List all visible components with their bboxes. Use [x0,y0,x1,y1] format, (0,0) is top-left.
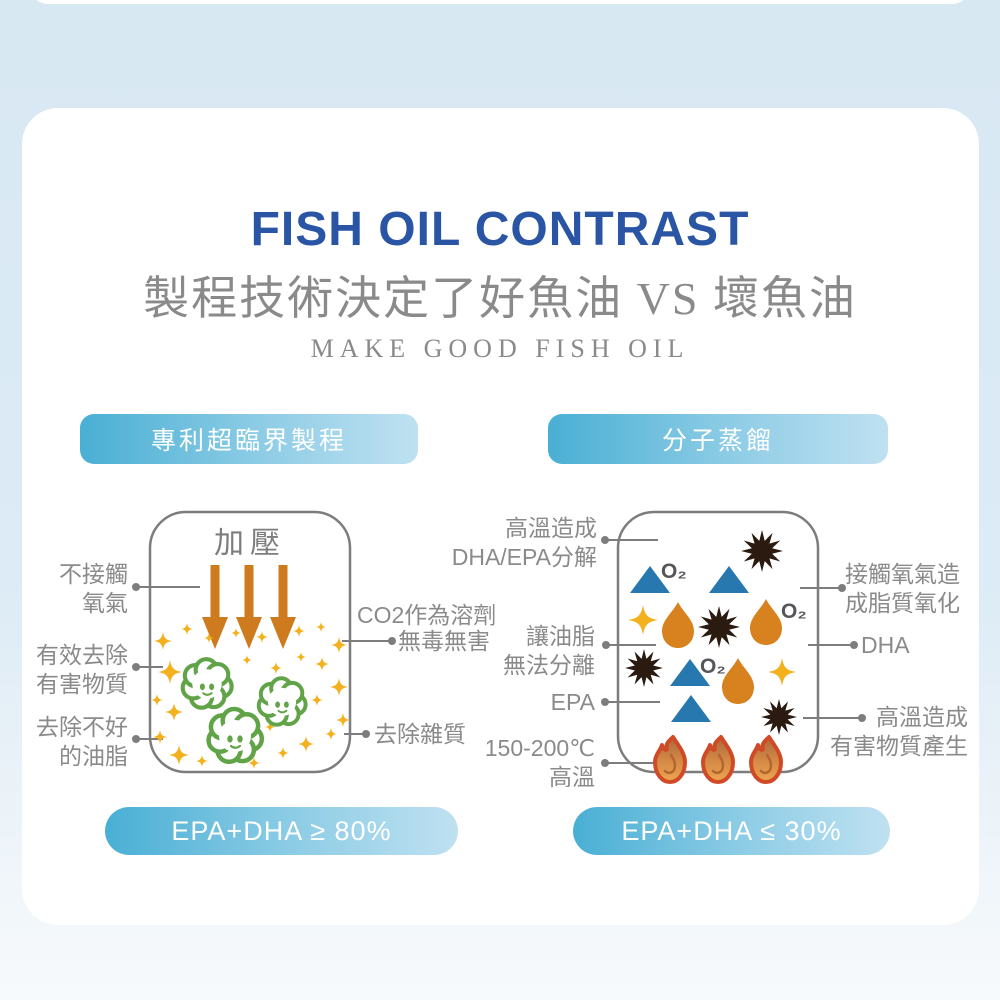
left-result-badge: EPA+DHA ≥ 80% [105,807,458,855]
top-strip [30,0,970,4]
callout-oil-cannot-separate: 讓油脂 無法分離 [503,623,595,679]
callout-co2-solvent-line2: 無毒無害 [398,628,490,654]
page-title: FISH OIL CONTRAST [250,203,750,256]
callout-high-temp-decompose: 高溫造成 DHA/EPA分解 [451,515,597,571]
callout-no-oxygen: 不接觸 氧氣 [59,561,128,617]
callout-harmful-substances: 高溫造成 有害物質產生 [830,704,968,760]
flame-icons [653,735,783,784]
callout-oxygen-oxidation: 接觸氧氣造 成脂質氧化 [845,561,960,617]
left-panel-header: 專利超臨界製程 [80,414,418,464]
callout-remove-harmful: 有效去除 有害物質 [36,642,128,698]
page-subtitle: 製程技術決定了好魚油 VS 壞魚油 [143,273,857,324]
pressure-label: 加壓 [214,527,286,560]
callout-temp-range: 150-200℃ 高溫 [484,735,595,791]
callout-dha: DHA [861,632,910,658]
callout-lines [136,539,862,764]
o2-label-2: O₂ [781,600,807,623]
right-result-badge: EPA+DHA ≤ 30% [573,807,890,855]
right-panel-header: 分子蒸餾 [548,414,888,464]
callout-remove-impurities: 去除雜質 [374,721,466,747]
callout-epa: EPA [550,689,595,715]
o2-label-3: O₂ [700,655,726,678]
o2-label-1: O₂ [661,560,687,583]
page-tagline: MAKE GOOD FISH OIL [310,334,690,363]
callout-co2-solvent-line1: CO2作為溶劑 [357,602,497,628]
pressure-arrows-icon [202,565,296,649]
callout-dots [132,536,866,767]
callout-remove-bad-fat: 去除不好 的油脂 [36,714,128,770]
